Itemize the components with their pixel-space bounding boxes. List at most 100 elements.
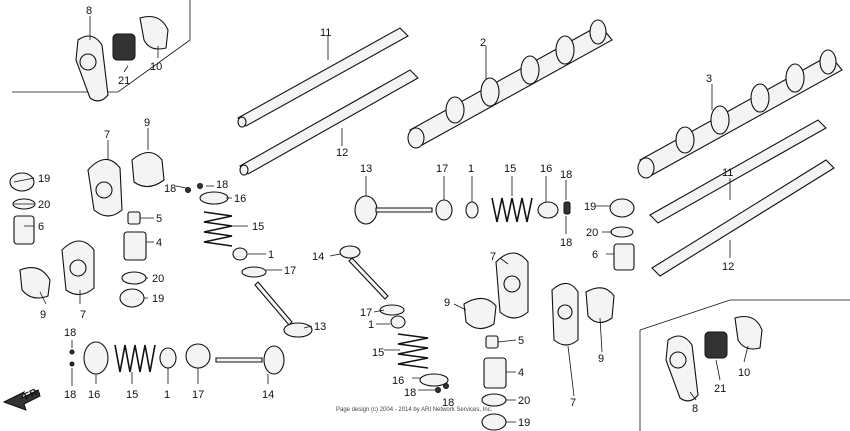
seal-1-bottom-left [159, 347, 177, 369]
callout-17-center: 17 [284, 265, 296, 277]
retainer-16-right [537, 201, 559, 219]
lifter-4-left [123, 231, 147, 261]
callout-7-lower-left: 7 [80, 309, 86, 321]
callout-16-lower: 16 [392, 375, 404, 387]
callout-11-right: 11 [722, 167, 733, 179]
cap-10-inset [139, 15, 169, 50]
valve-14-diagonal [339, 245, 389, 300]
copyright-text: Page design (c) 2004 - 2014 by ARI Netwo… [336, 407, 493, 413]
callout-17-right: 17 [436, 163, 448, 175]
callout-7-center: 7 [490, 251, 496, 263]
callout-8-top: 8 [86, 5, 92, 17]
callout-1-lower: 1 [368, 319, 374, 331]
callout-18-center-b: 18 [216, 179, 228, 191]
keeper-18-right [563, 201, 571, 215]
cap-19-right-lower [481, 413, 507, 431]
retainer-16-bottom-left [83, 341, 109, 375]
pin-5-left [127, 211, 141, 225]
needle-bearing-21-inset-right [704, 331, 728, 359]
rocker-arm-9-upper-left [131, 151, 165, 188]
callout-20-right: 20 [586, 227, 598, 239]
washer-20-right-lower [481, 393, 507, 407]
callout-6-left: 6 [38, 221, 44, 233]
callout-1-bottom-left: 1 [164, 389, 170, 401]
callout-7-right: 7 [570, 397, 576, 409]
callout-15-center: 15 [252, 221, 264, 233]
rocker-arm-8-inset [75, 35, 109, 102]
rocker-arm-8-inset-right [665, 335, 699, 402]
cap-19-right [609, 198, 635, 218]
seal-1-lower [390, 315, 406, 329]
washer-20-right [610, 226, 634, 238]
callout-9-center: 9 [444, 297, 450, 309]
rocker-arm-9-right [585, 287, 615, 324]
spring-15-center [203, 211, 233, 247]
seat-17-center [241, 266, 267, 278]
fr-label: FR. [23, 386, 42, 403]
rocker-arm-7-center [495, 252, 529, 319]
callout-6-right: 6 [592, 249, 598, 261]
callout-15-lower: 15 [372, 347, 384, 359]
seal-1-center [232, 247, 248, 261]
callout-10-top: 10 [150, 61, 162, 73]
callout-18-bottom-left-a: 18 [64, 327, 76, 339]
callout-15-right: 15 [504, 163, 516, 175]
keeper-18-bottom-left [69, 349, 75, 367]
callout-4-left: 4 [156, 237, 162, 249]
callout-14-diagonal: 14 [312, 251, 324, 263]
callout-11-upper: 11 [320, 27, 331, 39]
cap-19-mid-left [119, 288, 145, 308]
callout-1-center: 1 [268, 249, 274, 261]
rocker-shaft-12-right [651, 159, 835, 277]
callout-9-upper-left: 9 [144, 117, 150, 129]
callout-20-right-lower: 20 [518, 395, 530, 407]
callout-17-bottom-left: 17 [192, 389, 204, 401]
callout-5-right: 5 [518, 335, 524, 347]
callout-18-right-a: 18 [560, 169, 572, 181]
callout-15-bottom-left: 15 [126, 389, 138, 401]
callout-3: 3 [706, 73, 712, 85]
valve-13-center [254, 281, 313, 338]
camshaft-3 [637, 49, 843, 179]
callout-16-right: 16 [540, 163, 552, 175]
callout-19-right: 19 [584, 201, 596, 213]
camshaft-2 [407, 19, 613, 149]
lifter-6-left [13, 215, 35, 245]
valve-14-bottom-left [215, 345, 285, 375]
callout-19-mid-left: 19 [152, 293, 164, 305]
rocker-shaft-11-right [649, 119, 827, 224]
callout-16-bottom-left: 16 [88, 389, 100, 401]
callout-5-left: 5 [156, 213, 162, 225]
pin-5-right [485, 335, 499, 349]
callout-19-right-lower: 19 [518, 417, 530, 429]
valve-13-horizontal [354, 195, 433, 225]
callout-20-left: 20 [38, 199, 50, 211]
callout-12-upper: 12 [336, 147, 348, 159]
keeper-18-center [185, 183, 203, 193]
callout-14-bottom-left: 14 [262, 389, 274, 401]
callout-13-center: 13 [314, 321, 326, 333]
spring-15-bottom-left [114, 344, 156, 373]
leader-lines [13, 16, 749, 423]
retainer-16-center [199, 191, 229, 205]
seat-17-bottom-left [185, 343, 211, 369]
cap-19-left [9, 172, 35, 192]
callout-2: 2 [480, 37, 486, 49]
rocker-arm-9-center [463, 297, 497, 330]
rocker-shaft-12-upper [239, 69, 419, 176]
callout-8-right: 8 [692, 403, 698, 415]
callout-18-lower-a: 18 [404, 387, 416, 399]
lifter-6-right [613, 243, 635, 271]
rocker-arm-9-lower-left [19, 267, 51, 299]
callout-4-right: 4 [518, 367, 524, 379]
callout-18-bottom-left-b: 18 [64, 389, 76, 401]
washer-20-mid-left [121, 271, 147, 285]
callout-9-right: 9 [598, 353, 604, 365]
callout-7-upper-left: 7 [104, 129, 110, 141]
callout-17-lower: 17 [360, 307, 372, 319]
inset-frame-bottom-right [639, 299, 850, 331]
callout-16-center: 16 [234, 193, 246, 205]
spring-15-right [491, 197, 533, 223]
